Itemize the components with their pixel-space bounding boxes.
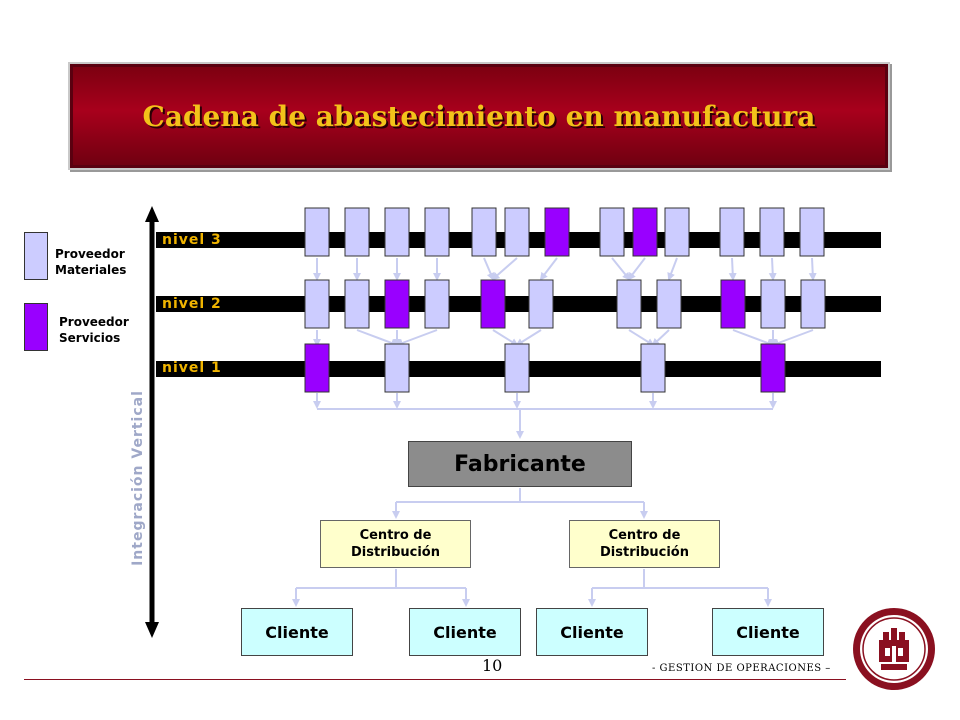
level-bar-2	[156, 296, 881, 312]
centro-distribucion-2: Centro de Distribución	[569, 520, 720, 568]
cliente-box-3: Cliente	[536, 608, 648, 656]
footer-rule	[24, 679, 846, 680]
connector-l3-l2-12	[808, 257, 817, 281]
supplier-nivel3-13	[799, 207, 825, 257]
page-number: 10	[482, 656, 503, 675]
connector-l3-l2-6	[539, 257, 558, 281]
level-label-3: nivel 3	[162, 232, 222, 248]
supplier-nivel1-2	[384, 343, 410, 393]
supplier-nivel2-4	[424, 279, 450, 329]
supplier-nivel2-1	[304, 279, 330, 329]
connector-l3-l2-4	[483, 257, 495, 281]
connector-l2-l1-10	[771, 329, 814, 347]
centro-distribucion-2-label: Centro de Distribución	[600, 528, 689, 560]
supplier-nivel3-5	[471, 207, 497, 257]
supplier-nivel3-6	[504, 207, 530, 257]
supplier-nivel3-9	[632, 207, 658, 257]
supplier-nivel3-3	[384, 207, 410, 257]
supplier-nivel2-3	[384, 279, 410, 329]
legend-label-servicios: Proveedor Servicios	[59, 315, 129, 345]
supplier-nivel1-5	[760, 343, 786, 393]
centro-distribucion-1-label: Centro de Distribución	[351, 528, 440, 560]
connector-l3-l2-5	[491, 257, 518, 281]
supplier-nivel2-7	[616, 279, 642, 329]
connector-l2-l1-5	[515, 329, 542, 347]
supplier-nivel2-8	[656, 279, 682, 329]
axis-label-integracion-vertical: Integración Vertical	[130, 390, 146, 566]
vertical-axis-arrow-bottom	[145, 622, 159, 638]
connector-l2-l1-3	[395, 329, 438, 347]
supplier-nivel3-1	[304, 207, 330, 257]
supplier-nivel2-6	[528, 279, 554, 329]
connector-l2-l1-7	[651, 329, 670, 347]
connector-l2-l1-1	[356, 329, 399, 347]
slide-title: Cadena de abastecimiento en manufactura	[142, 100, 816, 133]
supplier-nivel3-2	[344, 207, 370, 257]
connector-l3-l2-9	[667, 257, 678, 281]
connector-l2-l1-4	[492, 329, 519, 347]
university-seal-logo	[853, 608, 935, 690]
legend-swatch-materiales	[24, 232, 48, 280]
supplier-nivel2-11	[800, 279, 826, 329]
supplier-nivel3-12	[759, 207, 785, 257]
supplier-nivel3-11	[719, 207, 745, 257]
supplier-nivel1-4	[640, 343, 666, 393]
fabricante-box: Fabricante	[408, 441, 632, 487]
supplier-nivel3-8	[599, 207, 625, 257]
supplier-nivel1-3	[504, 343, 530, 393]
connector-l2-l1-6	[628, 329, 655, 347]
vertical-axis-arrow-top	[145, 206, 159, 222]
connector-l2-l1-8	[732, 329, 775, 347]
supplier-nivel3-4	[424, 207, 450, 257]
supplier-nivel3-7	[544, 207, 570, 257]
level-label-1: nivel 1	[162, 360, 222, 376]
connector-l3-l2-10	[728, 257, 737, 281]
connector-l3-l2-11	[768, 257, 777, 281]
connector-l3-l2-7	[611, 257, 631, 281]
supplier-nivel3-10	[664, 207, 690, 257]
supplier-nivel1-1	[304, 343, 330, 393]
connector-l3-l2-8	[627, 257, 646, 281]
supplier-nivel2-2	[344, 279, 370, 329]
level-label-2: nivel 2	[162, 296, 222, 312]
cliente-box-2: Cliente	[409, 608, 521, 656]
supplier-nivel2-5	[480, 279, 506, 329]
cliente-box-1: Cliente	[241, 608, 353, 656]
legend-label-materiales: Proveedor Materiales	[55, 247, 127, 277]
legend-swatch-servicios	[24, 303, 48, 351]
footer-text: - GESTION DE OPERACIONES –	[652, 663, 831, 674]
supplier-nivel2-10	[760, 279, 786, 329]
centro-distribucion-1: Centro de Distribución	[320, 520, 471, 568]
title-banner: Cadena de abastecimiento en manufactura	[68, 62, 890, 170]
supplier-nivel2-9	[720, 279, 746, 329]
cliente-box-4: Cliente	[712, 608, 824, 656]
